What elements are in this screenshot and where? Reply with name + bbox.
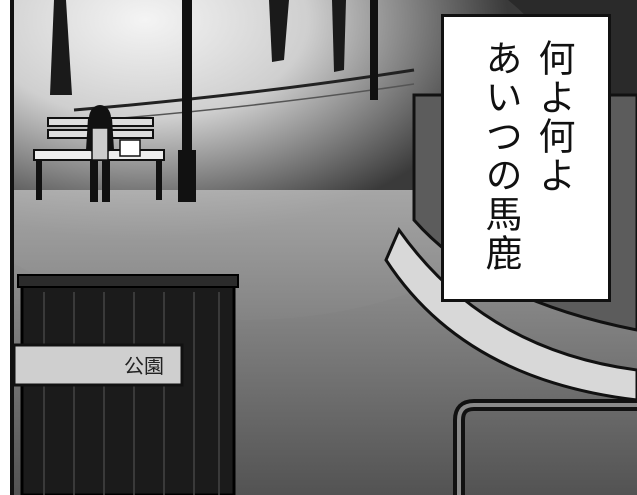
- speech-caption-box: 何よ何よ あいつの馬鹿: [441, 14, 611, 302]
- lamp-post: [182, 0, 192, 200]
- caption-line-1: 何よ何よ: [532, 39, 575, 195]
- park-scene: 公園: [14, 0, 637, 495]
- park-name-plate: [14, 343, 184, 387]
- lamp-post: [370, 0, 378, 100]
- park-sign-box: 公園: [14, 274, 239, 495]
- manga-panel: 公園 何よ何よ あいつの馬鹿: [14, 0, 637, 495]
- panel-border-left: [10, 0, 14, 495]
- caption-line-2: あいつの馬鹿: [479, 39, 522, 273]
- shopping-bag: [119, 139, 141, 157]
- tree-trunk: [269, 0, 289, 62]
- tree-trunk: [332, 0, 346, 72]
- tree-trunk: [50, 0, 72, 95]
- park-name-text: 公園: [124, 354, 164, 378]
- girl-sitting: [86, 105, 114, 202]
